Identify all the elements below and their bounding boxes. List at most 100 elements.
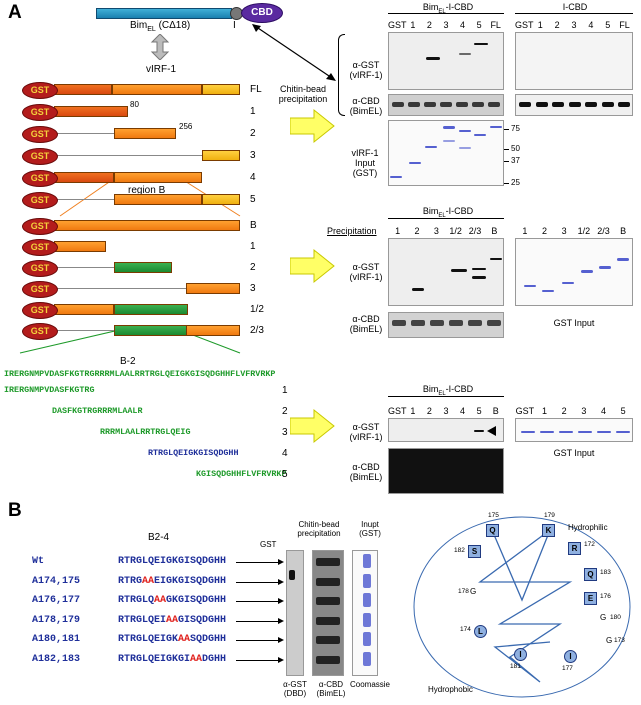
construct-segment <box>114 194 202 205</box>
construct-label: 5 <box>250 194 256 205</box>
wheel-residue: G <box>600 613 607 622</box>
panel-a-letter: A <box>8 2 22 23</box>
construct-segment <box>54 220 240 231</box>
wheel-num: 172 <box>584 541 595 548</box>
wheel-residue: L <box>474 625 487 638</box>
hydrophilic-label: Hydrophilic <box>568 523 608 532</box>
yellow-arrow-2 <box>290 248 335 284</box>
construct-linker <box>54 133 114 134</box>
variant-name: A178,179 <box>32 614 81 626</box>
blot3-cbd <box>388 448 504 494</box>
blot1-lane: 2 <box>554 20 560 30</box>
blot1-lane: 3 <box>571 20 577 30</box>
variant-seq: RTRGLQAAGKGISQDGHH <box>118 595 227 606</box>
construct-linker <box>54 330 114 331</box>
cbd-band <box>449 320 463 326</box>
construct-linker <box>54 288 186 289</box>
blot3-gst-input-label: GST Input <box>553 448 595 458</box>
blot1-lane: 2 <box>426 20 432 30</box>
blot1-row2-label: α-CBD(BimEL) <box>349 96 383 116</box>
blot2-row1-label: α-GST(vIRF-1) <box>349 262 383 282</box>
wheel-residue: E <box>584 592 597 605</box>
blot3-lane: 1 <box>541 406 547 416</box>
row-arrow-head <box>278 559 284 565</box>
foot-label-3: Coomassie <box>349 680 390 689</box>
wheel-residue: Q <box>486 524 499 537</box>
cbd-band <box>552 102 564 107</box>
blot1-title-right: I-CBD <box>562 2 588 12</box>
variant-seq: RTRGLQEIGKAASQDGHH <box>118 634 227 645</box>
blot3-lane: 4 <box>460 406 466 416</box>
wheel-residue: Q <box>584 568 597 581</box>
cbd-band <box>487 320 501 326</box>
blot1-lane: 1 <box>410 20 416 30</box>
wheel-num: 183 <box>600 569 611 576</box>
construct-segment <box>54 106 128 117</box>
helical-wheel <box>413 516 631 698</box>
wheel-num: 182 <box>454 547 465 554</box>
blot2-lane: 1 <box>395 226 401 236</box>
construct-label: 1 <box>250 106 256 117</box>
marker-tick <box>504 161 509 162</box>
coomassie-band <box>363 554 371 568</box>
gst-tag: GST <box>22 104 58 121</box>
virf-label: vIRF-1 <box>146 64 176 75</box>
cbd-band <box>568 102 581 107</box>
blot2-row2-label: α-CBD(BimEL) <box>349 314 383 334</box>
blot2-lane: B <box>491 226 498 236</box>
wheel-num: 174 <box>460 626 471 633</box>
chitin-arrow-icon <box>252 24 336 81</box>
marker-tick <box>504 183 509 184</box>
bim-bar <box>96 8 232 19</box>
blot2-lane: 2 <box>541 226 547 236</box>
cbd-band <box>411 320 425 326</box>
variant-seq: RTRGLQEIGKGIAADGHH <box>118 653 227 665</box>
gst-tag: GST <box>22 323 58 340</box>
peptide-seq: IRERGNMPVDASFKGTRG <box>4 385 95 395</box>
construct-segment <box>202 194 240 205</box>
cbd-band <box>519 102 531 107</box>
gst-tag: GST <box>22 126 58 143</box>
blot2-cbd <box>388 312 504 338</box>
variant-name: A174,175 <box>32 575 81 587</box>
blot2-lane: B <box>620 226 627 236</box>
marker-label: 50 <box>511 144 520 153</box>
variant-seq: RTRGLQEIAAGISQDGHH <box>118 614 227 626</box>
blot2-lane: 1/2 <box>577 226 591 236</box>
row-arrow-head <box>278 617 284 624</box>
blot2-lane: 1 <box>522 226 528 236</box>
blot3-lane: 5 <box>620 406 626 416</box>
bracket-1 <box>338 34 345 116</box>
blot3-lane: 4 <box>600 406 606 416</box>
row-arrow-line <box>236 562 280 563</box>
peptide-seq: RTRGLQEIGKGISQDGHH <box>148 448 239 458</box>
construct-label: 1/2 <box>250 304 264 315</box>
blot2-lane: 1/2 <box>449 226 462 236</box>
blot3-lane: 2 <box>426 406 432 416</box>
row-arrow-line <box>236 620 280 622</box>
variant-name: Wt <box>32 556 45 567</box>
coomassie-band <box>363 651 371 666</box>
construct-label: 2 <box>250 128 256 139</box>
blot2-input-gel <box>515 238 633 306</box>
coomassie-band <box>363 593 371 607</box>
blot3-lane: GST <box>388 406 407 416</box>
blot2-lane: 2/3 <box>468 226 482 236</box>
construct-label: B <box>250 220 257 231</box>
gst-tag: GST <box>22 192 58 209</box>
panel-b-letter: B <box>8 500 22 521</box>
wheel-num: 173 <box>614 637 625 644</box>
cbd-band <box>456 102 468 107</box>
wheel-residue: R <box>568 542 581 555</box>
cbd-oval: CBD <box>241 3 283 23</box>
gst-tag: GST <box>22 302 58 319</box>
construct-label: 1 <box>250 241 256 252</box>
wheel-num: 180 <box>610 614 621 621</box>
construct-linker <box>54 155 202 156</box>
construct-segment <box>114 172 202 183</box>
blot1-lane: FL <box>619 20 630 30</box>
cbd-band <box>618 102 630 107</box>
blot3-row1-label: α-GST(vIRF-1) <box>349 422 383 442</box>
blot1-lane: FL <box>490 20 501 30</box>
cbd-band <box>585 102 597 107</box>
